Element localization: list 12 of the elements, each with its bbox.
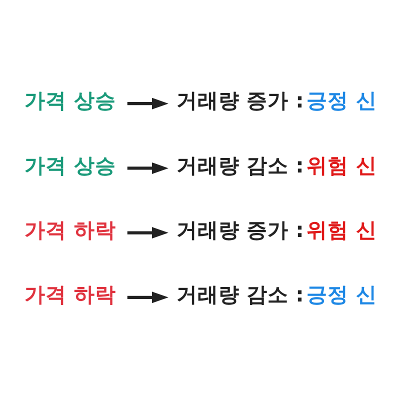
node-text: 거래량 증가 :위험 신 [176,217,377,242]
arrow [127,291,168,303]
node-text: 거래량 증가 :긍정 신 [176,88,377,112]
node-text: 가격 하락 [24,217,116,242]
node-text: 가격 상승 [24,152,116,177]
node-text: 가격 하락 [24,282,116,306]
node-text: 가격 상승 [24,88,116,112]
arrow [127,226,168,238]
arrow [127,162,168,174]
node-text: 거래량 감소 :위험 신 [176,152,377,177]
node-text: 거래량 감소 :긍정 신 [176,282,377,306]
arrow [127,97,168,109]
